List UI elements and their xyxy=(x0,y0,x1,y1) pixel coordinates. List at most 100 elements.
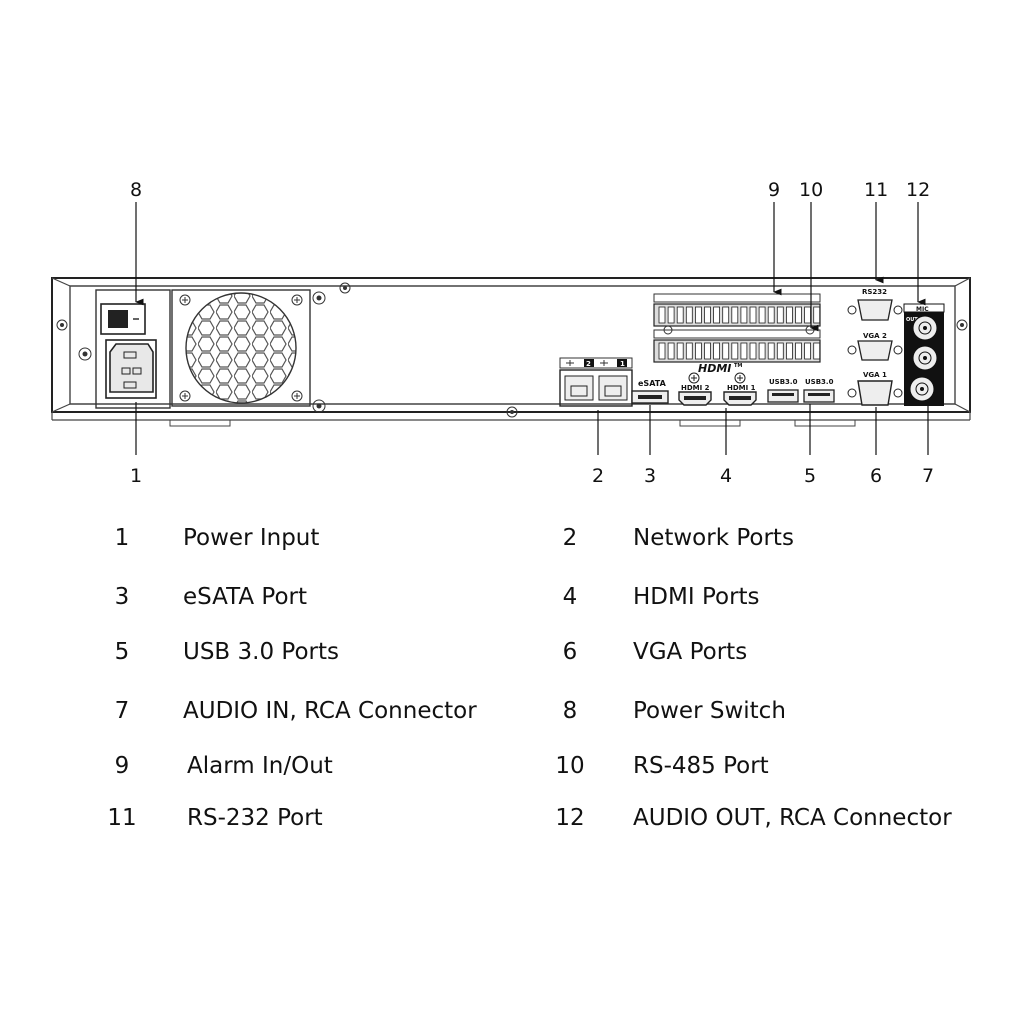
legend-number: 5 xyxy=(114,639,130,665)
screw-icon xyxy=(339,282,351,294)
legend-number: 12 xyxy=(555,805,585,831)
terminal-pin xyxy=(722,342,730,360)
callout-7: 7 xyxy=(922,465,934,487)
power-switch-icon xyxy=(100,303,146,335)
legend-label: AUDIO OUT, RCA Connector xyxy=(633,805,952,831)
terminal-pin xyxy=(749,342,757,360)
svg-text:USB3.0: USB3.0 xyxy=(805,378,834,386)
terminal-pin xyxy=(658,306,666,324)
svg-text:HDMI 2: HDMI 2 xyxy=(681,384,710,392)
svg-text:VGA 1: VGA 1 xyxy=(863,371,887,379)
legend-number: 8 xyxy=(562,698,578,724)
svg-text:RS232: RS232 xyxy=(862,288,887,296)
callout-8: 8 xyxy=(130,179,142,201)
legend-number: 10 xyxy=(555,753,585,779)
hdmi-ports: HDMI 2 HDMI 1 xyxy=(678,372,757,406)
vga2-port: VGA 2 xyxy=(847,332,903,361)
legend-label: USB 3.0 Ports xyxy=(183,639,339,665)
terminal-pin xyxy=(704,342,711,360)
terminal-pin xyxy=(795,342,802,360)
callout-10: 10 xyxy=(799,179,823,201)
callout-4: 4 xyxy=(720,465,732,487)
terminal-pin xyxy=(813,306,821,324)
legend-label: VGA Ports xyxy=(633,639,748,665)
callout-3: 3 xyxy=(644,465,656,487)
terminal-pin xyxy=(740,342,748,360)
usb-port-icon xyxy=(767,389,799,403)
legend-number: 1 xyxy=(114,525,130,551)
terminal-pin xyxy=(776,306,784,324)
terminal-pin xyxy=(767,342,775,360)
esata-port: eSATA xyxy=(631,379,669,404)
hdmi-tm: TM xyxy=(734,363,742,369)
terminal-pin xyxy=(804,306,811,324)
legend-label: AUDIO IN, RCA Connector xyxy=(183,698,477,724)
terminal-pin xyxy=(713,306,720,324)
terminal-pin xyxy=(758,306,766,324)
terminal-pin xyxy=(767,306,775,324)
screw-icon xyxy=(506,406,518,418)
rs232-port: RS232 xyxy=(847,288,903,321)
terminal-pin xyxy=(667,306,675,324)
terminal-pin xyxy=(749,306,757,324)
callout-11: 11 xyxy=(864,179,888,201)
terminal-pin xyxy=(676,342,684,360)
hdmi-logo: HDMI xyxy=(698,362,731,375)
legend-number: 11 xyxy=(107,805,137,831)
terminal-pin xyxy=(786,342,793,360)
rj45-port-icon xyxy=(564,375,594,401)
rca-connector-icon xyxy=(909,376,935,402)
svg-text:USB3.0: USB3.0 xyxy=(769,378,798,386)
legend-label: Network Ports xyxy=(633,525,794,551)
audio-panel: MIC OUT xyxy=(903,303,945,406)
callout-12: 12 xyxy=(906,179,930,201)
usb3-ports: USB3.0 USB3.0 xyxy=(767,378,835,403)
power-supply xyxy=(95,289,171,409)
legend-label: Power Input xyxy=(183,525,320,551)
legend-label: RS-232 Port xyxy=(187,805,323,831)
terminal-pin xyxy=(731,306,739,324)
svg-text:2: 2 xyxy=(586,360,591,368)
legend-number: 4 xyxy=(562,584,578,610)
screw-icon xyxy=(291,294,303,306)
screw-icon xyxy=(56,319,68,331)
hdmi2-port-icon: HDMI 2 xyxy=(678,372,712,406)
callout-1: 1 xyxy=(130,465,142,487)
legend-number: 6 xyxy=(562,639,578,665)
terminal-pin xyxy=(758,342,766,360)
screw-icon xyxy=(312,399,326,413)
svg-text:eSATA: eSATA xyxy=(638,379,667,388)
screw-icon xyxy=(179,390,191,402)
legend-number: 2 xyxy=(562,525,578,551)
legend-number: 9 xyxy=(114,753,130,779)
callout-numbers: 1 2 3 4 5 6 7 8 9 10 11 12 xyxy=(130,179,934,487)
terminal-pin xyxy=(813,342,821,360)
legend-number: 7 xyxy=(114,698,130,724)
legend-label: Power Switch xyxy=(633,698,786,724)
screw-icon xyxy=(291,390,303,402)
rca-connector-icon xyxy=(912,345,938,371)
terminal-pin xyxy=(685,342,693,360)
terminal-pin xyxy=(658,342,666,360)
network-ports: 2 1 xyxy=(559,357,633,407)
rj45-port-icon xyxy=(598,375,628,401)
terminal-pin xyxy=(731,342,739,360)
rca-connector-icon xyxy=(912,315,938,341)
hdmi1-port-icon: HDMI 1 xyxy=(723,372,757,406)
svg-text:MIC: MIC xyxy=(916,306,929,313)
svg-text:HDMI 1: HDMI 1 xyxy=(727,384,756,392)
legend-label: Alarm In/Out xyxy=(187,753,333,779)
usb-port-icon xyxy=(803,389,835,403)
callout-6: 6 xyxy=(870,465,882,487)
alarm-terminal-block xyxy=(653,293,821,363)
terminal-pin xyxy=(667,342,675,360)
screw-icon xyxy=(956,319,968,331)
svg-text:OUT: OUT xyxy=(906,317,918,323)
terminal-pin xyxy=(804,342,811,360)
terminal-pin xyxy=(685,306,693,324)
terminal-pin xyxy=(776,342,784,360)
vga1-port: VGA 1 xyxy=(847,371,903,406)
legend-label: HDMI Ports xyxy=(633,584,760,610)
legend-number: 3 xyxy=(114,584,130,610)
